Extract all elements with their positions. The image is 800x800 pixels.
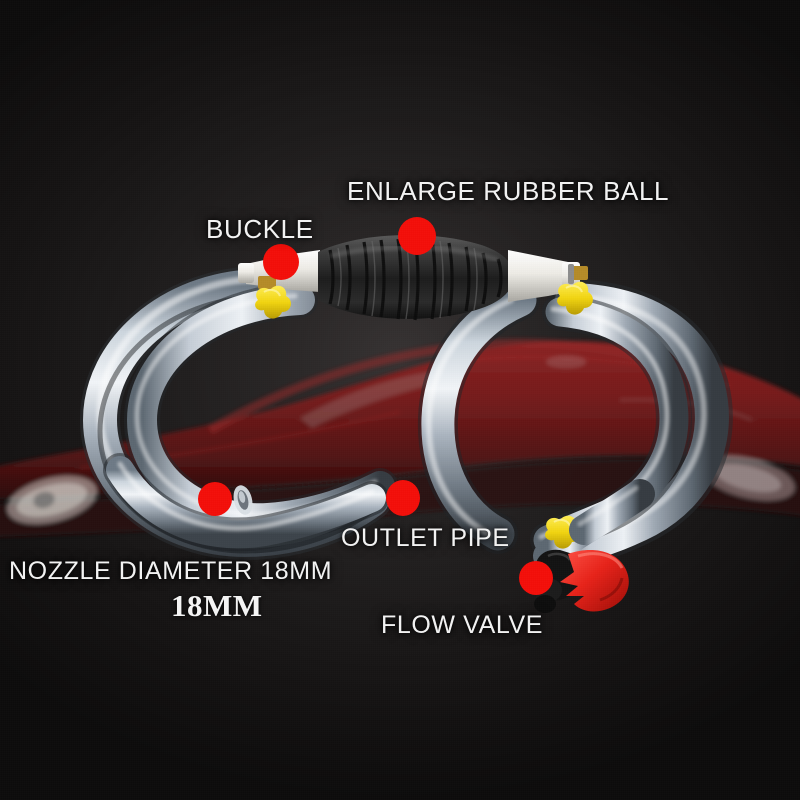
rubber-ball (318, 234, 514, 321)
label-flow-valve: FLOW VALVE (381, 611, 544, 639)
flow-valve (534, 506, 629, 613)
valve-handle-red (560, 550, 629, 612)
inlet-hose-coil (79, 266, 398, 561)
label-nozzle-size: 18MM (171, 588, 263, 623)
dot-buckle (263, 244, 299, 280)
valve-inlet-stub (569, 479, 655, 545)
white-cap-right (508, 250, 568, 302)
dot-rubber-ball (398, 217, 436, 255)
label-buckle: BUCKLE (206, 214, 314, 244)
callout-dots (198, 217, 553, 595)
dot-flow-valve (519, 561, 553, 595)
dot-outlet-pipe (386, 480, 420, 516)
label-enlarge-rubber-ball: ENLARGE RUBBER BALL (347, 176, 670, 206)
nozzle-end (233, 485, 253, 515)
brass-fitting-right (572, 266, 588, 280)
brass-fitting-left (258, 276, 276, 289)
car-headlight-left (7, 475, 97, 525)
dot-nozzle (198, 482, 232, 516)
buckle-clamp-left (255, 285, 291, 319)
buckle-clamp-right (557, 281, 593, 315)
label-nozzle-diameter: NOZZLE DIAMETER 18MM (9, 557, 333, 585)
label-outlet-pipe: OUTLET PIPE (341, 524, 510, 552)
car-headlight-right (701, 455, 795, 501)
